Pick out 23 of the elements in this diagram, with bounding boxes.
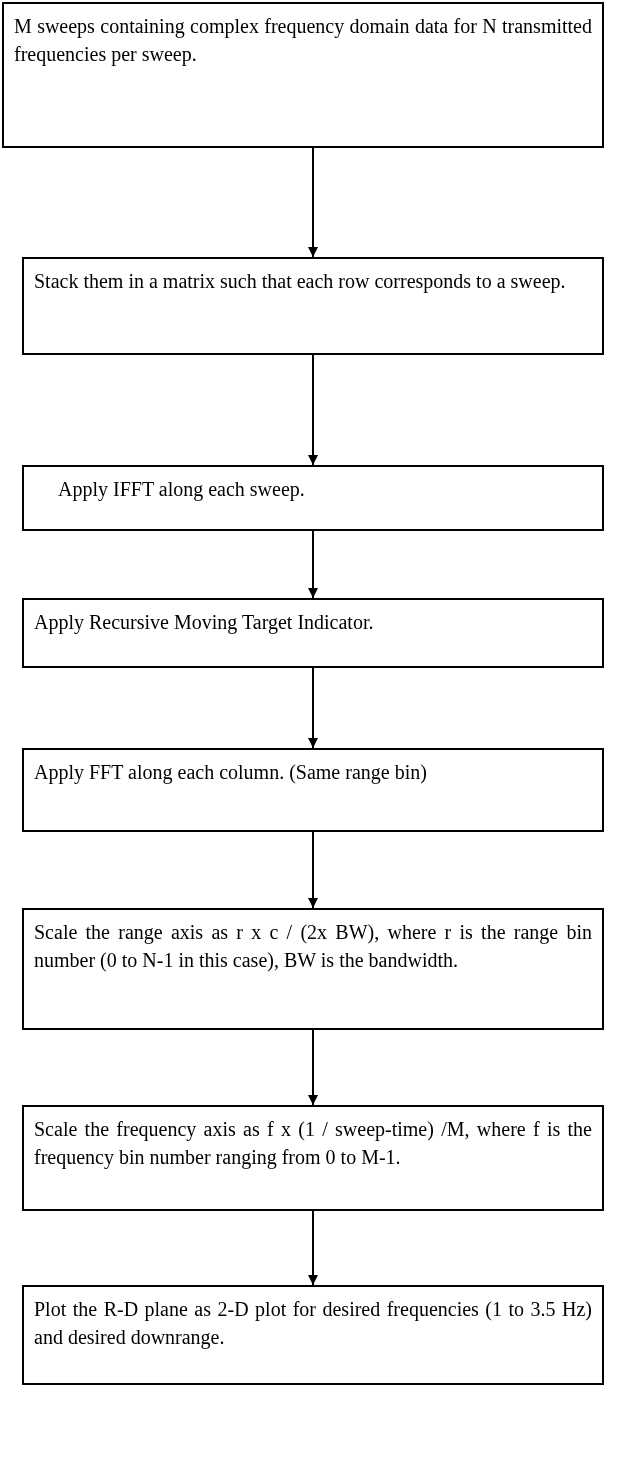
process-box	[22, 908, 604, 1030]
step-text: Apply FFT along each column. (Same range bin)	[34, 760, 428, 786]
process-box	[22, 257, 604, 355]
step-text: Scale the range axis as r x c / (2x BW), where r is the range bin number (0 to N-1 in this case), BW is the bandwidth.	[34, 920, 592, 974]
process-box	[22, 1105, 604, 1211]
arrow	[308, 530, 318, 599]
step-text: Apply Recursive Moving Target Indicator.	[34, 610, 375, 636]
step-text: M sweeps containing complex frequency domain data for N transmitted frequencies per sweep.	[14, 14, 592, 68]
arrow	[308, 354, 318, 466]
process-box	[22, 465, 604, 531]
arrow	[308, 667, 318, 749]
step-text: Apply IFFT along each sweep.	[58, 477, 306, 503]
step-text: Plot the R-D plane as 2-D plot for desired frequencies (1 to 3.5 Hz) and desired downrange.	[34, 1297, 592, 1351]
step-text: Scale the frequency axis as f x (1 / sweep-time) /M, where f is the frequency bin number ranging from 0 to M-1.	[34, 1117, 592, 1171]
arrow	[308, 1029, 318, 1106]
step-text: Stack them in a matrix such that each row corresponds to a sweep.	[34, 269, 567, 295]
arrow	[308, 831, 318, 909]
process-box	[22, 1285, 604, 1385]
arrow	[308, 147, 318, 258]
process-box	[2, 2, 604, 148]
arrow	[308, 1210, 318, 1286]
process-box	[22, 748, 604, 832]
process-box	[22, 598, 604, 668]
